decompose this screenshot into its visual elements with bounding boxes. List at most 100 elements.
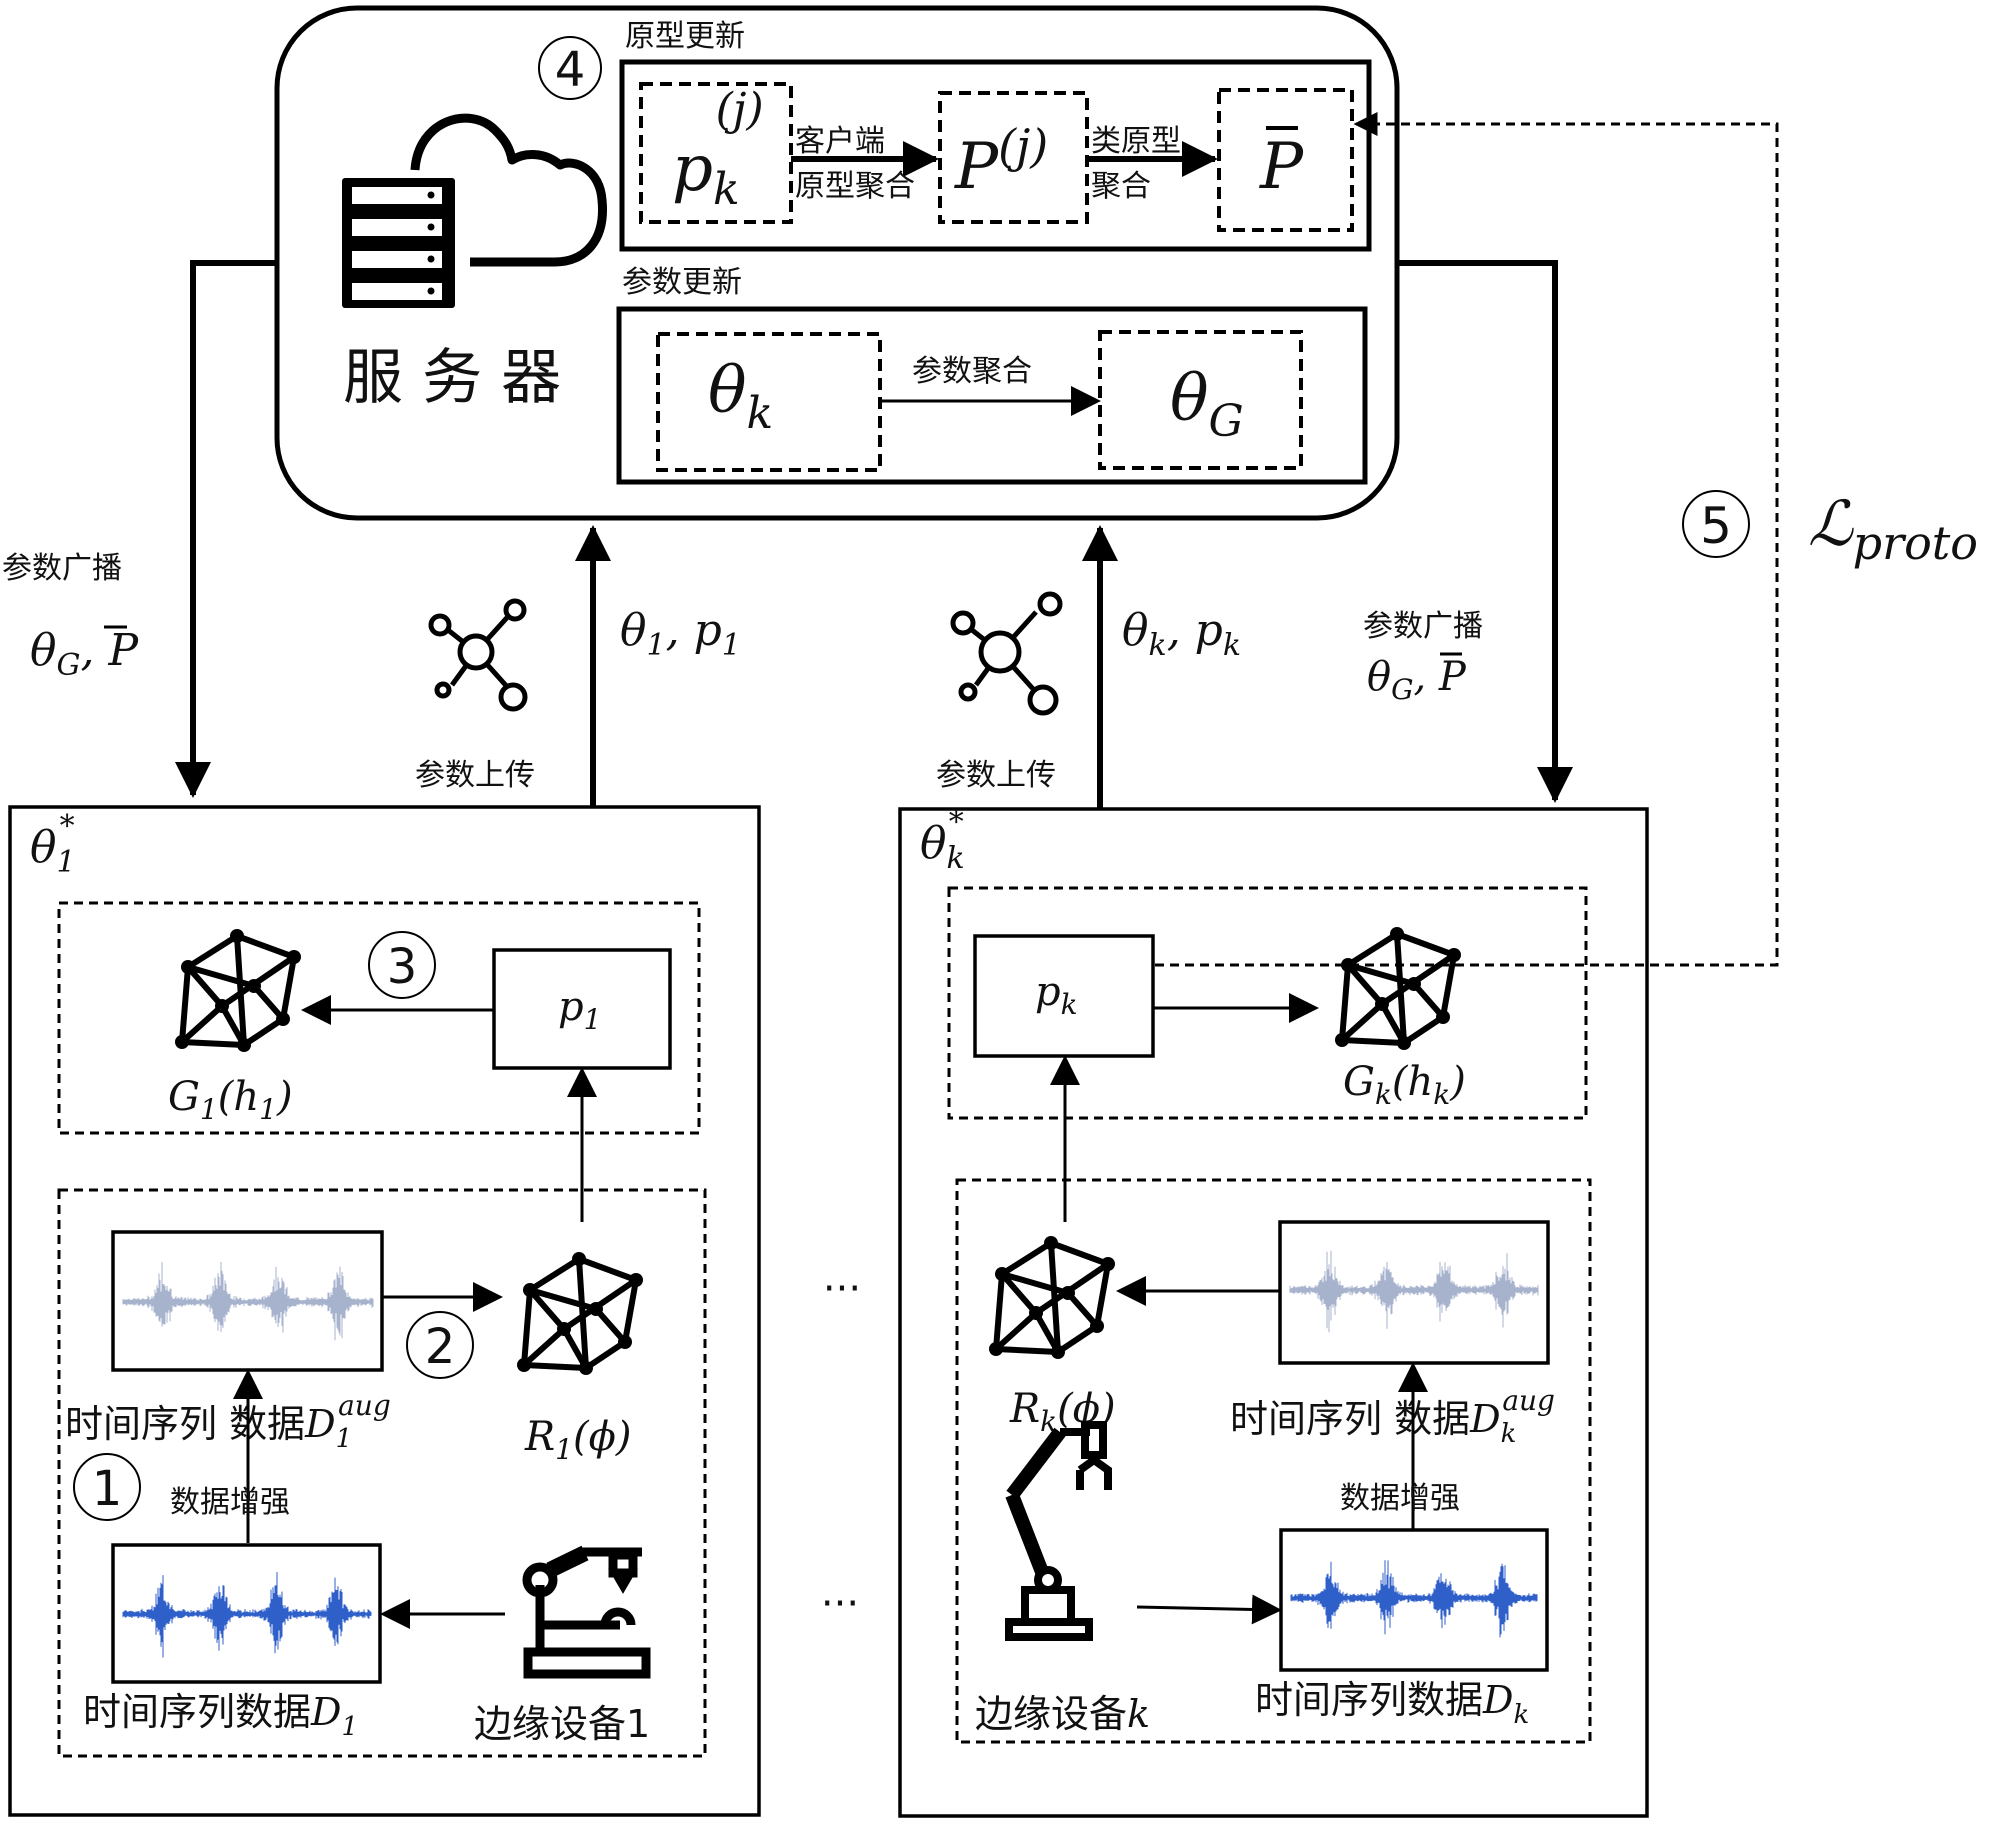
client-k-aug-data-label: 时间序列 数据Dkaug (1230, 1384, 1555, 1449)
waveform-trace (1289, 1250, 1539, 1333)
client-1-panel: θ1* G1(h1) 3 p1 2 R1(ϕ) 时间序列 数据D1aug 1 数… (8, 805, 761, 1817)
mesh-edge (185, 964, 225, 1009)
mesh-node (1061, 1286, 1075, 1300)
client-k-device-to-data-arrow (1136, 1594, 1282, 1625)
client-1-data-region (57, 1188, 707, 1758)
client-1-encoder-label: R1(ϕ) (524, 1414, 631, 1466)
mesh-node (1447, 948, 1461, 962)
right-broadcast-arrow (1397, 260, 1573, 803)
mesh-edge (1339, 1037, 1407, 1046)
mesh-edge (993, 1310, 1039, 1352)
client-1-raw-data-label: 时间序列数据D1 (83, 1690, 358, 1742)
mesh-edge (527, 1287, 567, 1332)
mesh-node (287, 950, 301, 964)
client-1-aug-waveform (122, 1262, 374, 1341)
mesh-node (247, 979, 261, 993)
param-update-title: 参数更新 (622, 265, 742, 300)
step1-circle (73, 1453, 141, 1521)
right-upload-math: θk, pk (1122, 605, 1241, 663)
step2-marker: 2 (425, 1319, 456, 1375)
ellipsis-top: ··· (823, 1266, 861, 1312)
client-k-raw-waveform (1290, 1560, 1538, 1638)
mesh-node (1436, 1010, 1450, 1024)
mesh-edge (179, 1003, 225, 1045)
client-1-aug-data-label: 时间序列 数据D1aug (65, 1389, 391, 1454)
mesh-edge (280, 954, 297, 1022)
mesh-edge (1411, 981, 1446, 1020)
client-1-augment-label: 数据增强 (170, 1485, 290, 1520)
client-1-device-icon (522, 1545, 651, 1679)
mesh-edge (521, 1362, 589, 1371)
mesh-node (1390, 927, 1404, 941)
mesh-edge (622, 1277, 639, 1345)
step5-marker: 5 (1700, 497, 1732, 555)
mesh-node (557, 1322, 571, 1336)
aggregated-proto-symbol: P(j) (954, 119, 1048, 204)
global-proto-box (1217, 88, 1354, 232)
left-upload-math: θ1, p1 (620, 605, 741, 663)
client-k-panel: θk* pk Gk(hk) Rk(ϕ) 时间序列 数据Dkaug 数据增强 (898, 805, 1649, 1818)
client-1-proto-symbol: p1 (558, 984, 601, 1036)
mesh-node (230, 929, 244, 943)
right-upload-network-icon (950, 591, 1063, 716)
mesh-edge (241, 1016, 286, 1048)
mesh-edge (1339, 1001, 1385, 1043)
mesh-edge (185, 933, 240, 970)
mesh-edge (521, 1287, 533, 1368)
global-proto-symbol: P (1259, 130, 1304, 204)
mesh-node (237, 1038, 251, 1052)
mesh-edge (1065, 1290, 1100, 1329)
left-broadcast-math: θG, P (30, 625, 139, 683)
client-k-box (898, 807, 1649, 1818)
mesh-node (1375, 997, 1389, 1011)
mesh-edge (1394, 931, 1457, 958)
client-k-device-icon (1005, 1421, 1112, 1641)
mesh-edge (1379, 1001, 1407, 1046)
client-proto-agg-label-1: 客户端 (795, 124, 885, 159)
mesh-node (517, 1358, 531, 1372)
client-1-device-label: 边缘设备1 (474, 1702, 650, 1746)
mesh-node (276, 1012, 290, 1026)
mesh-node (1090, 1319, 1104, 1333)
mesh-edge (999, 1271, 1039, 1316)
mesh-node (215, 999, 229, 1013)
mesh-edge (179, 1039, 247, 1048)
mesh-node (175, 1035, 189, 1049)
mesh-edge (1094, 1261, 1111, 1329)
mesh-node (995, 1267, 1009, 1281)
mesh-edge (234, 933, 297, 960)
mesh-node (1335, 1033, 1349, 1047)
mesh-node (1397, 1036, 1411, 1050)
right-broadcast-label: 参数广播 (1363, 609, 1483, 644)
proto-update-title: 原型更新 (625, 19, 745, 54)
mesh-edge (527, 1256, 582, 1293)
step1-marker: 1 (92, 1461, 123, 1517)
mesh-node (579, 1361, 593, 1375)
server-label: 服 务 器 (343, 343, 561, 413)
left-broadcast-arrow (175, 260, 277, 798)
waveform-trace (1290, 1560, 1538, 1638)
left-upload-network-icon (428, 598, 528, 712)
mesh-node (181, 960, 195, 974)
client-1-head-label: G1(h1) (168, 1074, 293, 1126)
step3-circle (368, 931, 436, 999)
mesh-edge (1345, 962, 1385, 1007)
class-proto-agg-label-2: 聚合 (1091, 169, 1151, 204)
mesh-node (1101, 1257, 1115, 1271)
client-1-model-label: θ1* (30, 809, 76, 880)
mesh-edge (1345, 931, 1400, 968)
mesh-edge (1440, 952, 1457, 1020)
global-param-symbol: θG (1170, 362, 1244, 447)
mesh-node (572, 1252, 586, 1266)
client-1-head-mesh-icon (175, 929, 301, 1052)
mesh-edge (219, 1003, 247, 1048)
client-1-box (8, 805, 761, 1817)
client-proto-symbol: pk(j) (672, 84, 764, 215)
client-1-encoder-mesh-icon (517, 1252, 643, 1375)
mesh-edge (993, 1346, 1061, 1355)
mesh-node (989, 1342, 1003, 1356)
local-param-symbol: θk (708, 354, 773, 439)
waveform-trace (122, 1572, 372, 1658)
param-agg-label: 参数聚合 (912, 354, 1032, 389)
